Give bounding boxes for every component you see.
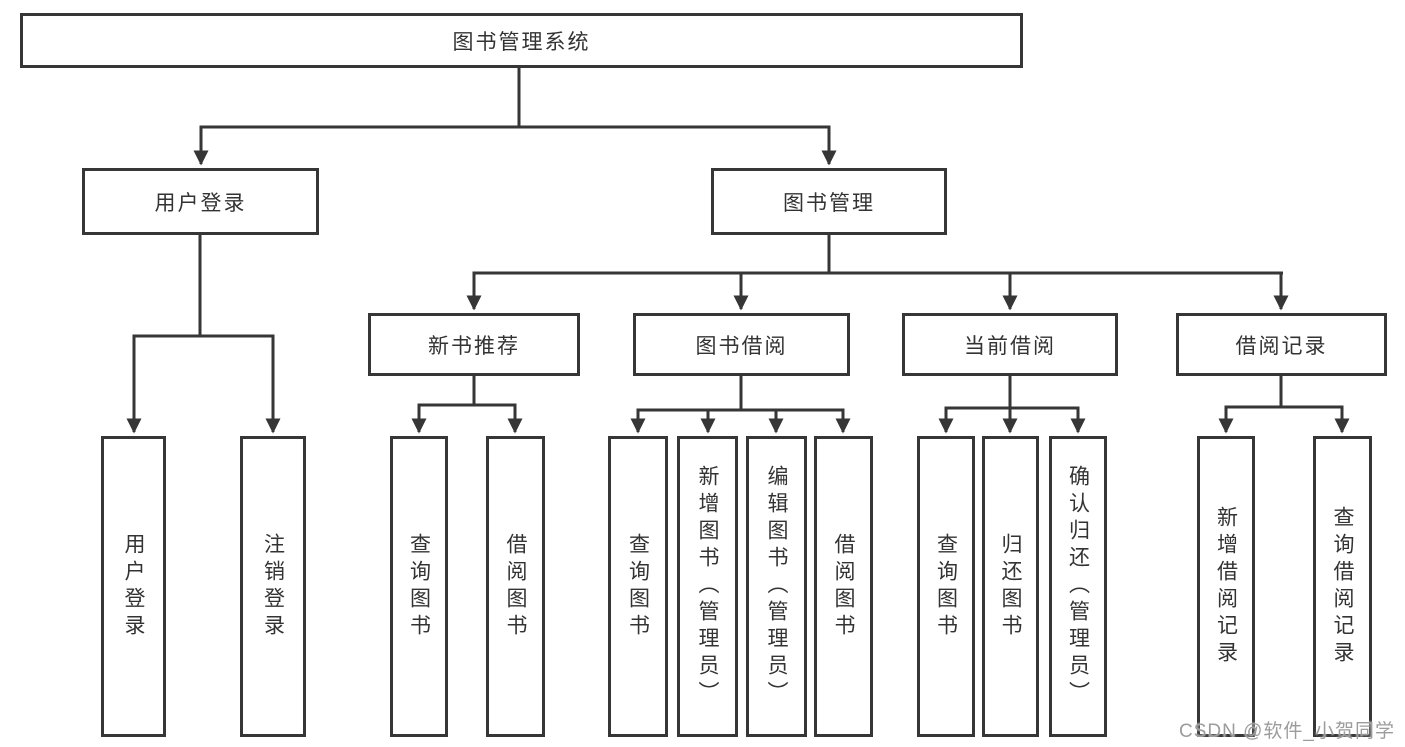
node-current-borrowing-label: 当前借阅 [964,334,1056,358]
edge-user-login-children [126,235,281,434]
node-book-management-label: 图书管理 [783,191,875,215]
node-root-label: 图书管理系统 [452,30,591,54]
leaf-return-books: 归还图书 [982,436,1039,737]
leaf-edit-books-admin: 编辑图书（管理员） [746,436,807,737]
leaf-user-login-label: 用户登录 [122,532,146,641]
edge-current-borrow-children [938,376,1086,434]
csdn-watermark: CSDN @软件_小贺同学 [1179,721,1395,742]
leaf-confirm-return-admin-label: 确认归还（管理员） [1066,465,1090,708]
node-borrow-records-label: 借阅记录 [1235,334,1328,358]
leaf-query-books-current-label: 查询图书 [934,532,958,641]
leaf-borrow-books-borrowing: 借阅图书 [814,436,873,737]
leaf-query-books-current: 查询图书 [917,436,975,737]
edge-borrow-record-children [1218,376,1350,434]
node-new-book-recommend-label: 新书推荐 [428,334,520,358]
leaf-confirm-return-admin: 确认归还（管理员） [1049,436,1107,737]
leaf-query-borrow-record-label: 查询借阅记录 [1331,505,1355,668]
edge-root-to-level1 [193,68,837,166]
node-root: 图书管理系统 [20,13,1023,68]
leaf-user-login: 用户登录 [101,436,166,737]
leaf-query-borrow-record: 查询借阅记录 [1313,436,1372,737]
leaf-return-books-label: 归还图书 [999,532,1023,641]
leaf-borrow-books-recommend-label: 借阅图书 [504,532,528,641]
node-user-login-label: 用户登录 [154,191,247,215]
leaf-borrow-books-borrowing-label: 借阅图书 [832,532,856,641]
edge-book-mgmt-children [466,235,1289,311]
node-book-borrowing-label: 图书借阅 [695,334,788,358]
leaf-borrow-books-recommend: 借阅图书 [486,436,545,737]
edge-book-borrow-children [630,376,851,434]
leaf-add-books-admin-label: 新增图书（管理员） [696,465,720,708]
leaf-logout: 注销登录 [240,436,306,737]
leaf-query-books-borrowing: 查询图书 [608,436,668,737]
leaf-add-borrow-record: 新增借阅记录 [1197,436,1255,737]
leaf-logout-label: 注销登录 [261,532,285,641]
leaf-add-borrow-record-label: 新增借阅记录 [1214,505,1238,668]
node-book-borrowing: 图书借阅 [633,313,850,376]
leaf-query-books-recommend: 查询图书 [390,436,448,737]
leaf-query-books-recommend-label: 查询图书 [407,532,431,641]
node-book-management: 图书管理 [711,168,947,235]
node-borrow-records: 借阅记录 [1176,313,1387,376]
leaf-edit-books-admin-label: 编辑图书（管理员） [765,465,789,708]
leaf-query-books-borrowing-label: 查询图书 [626,532,650,641]
node-user-login: 用户登录 [82,168,319,235]
leaf-add-books-admin: 新增图书（管理员） [677,436,738,737]
node-current-borrowing: 当前借阅 [902,313,1118,376]
edge-new-book-rec-children [411,376,523,434]
node-new-book-recommend: 新书推荐 [368,313,580,376]
